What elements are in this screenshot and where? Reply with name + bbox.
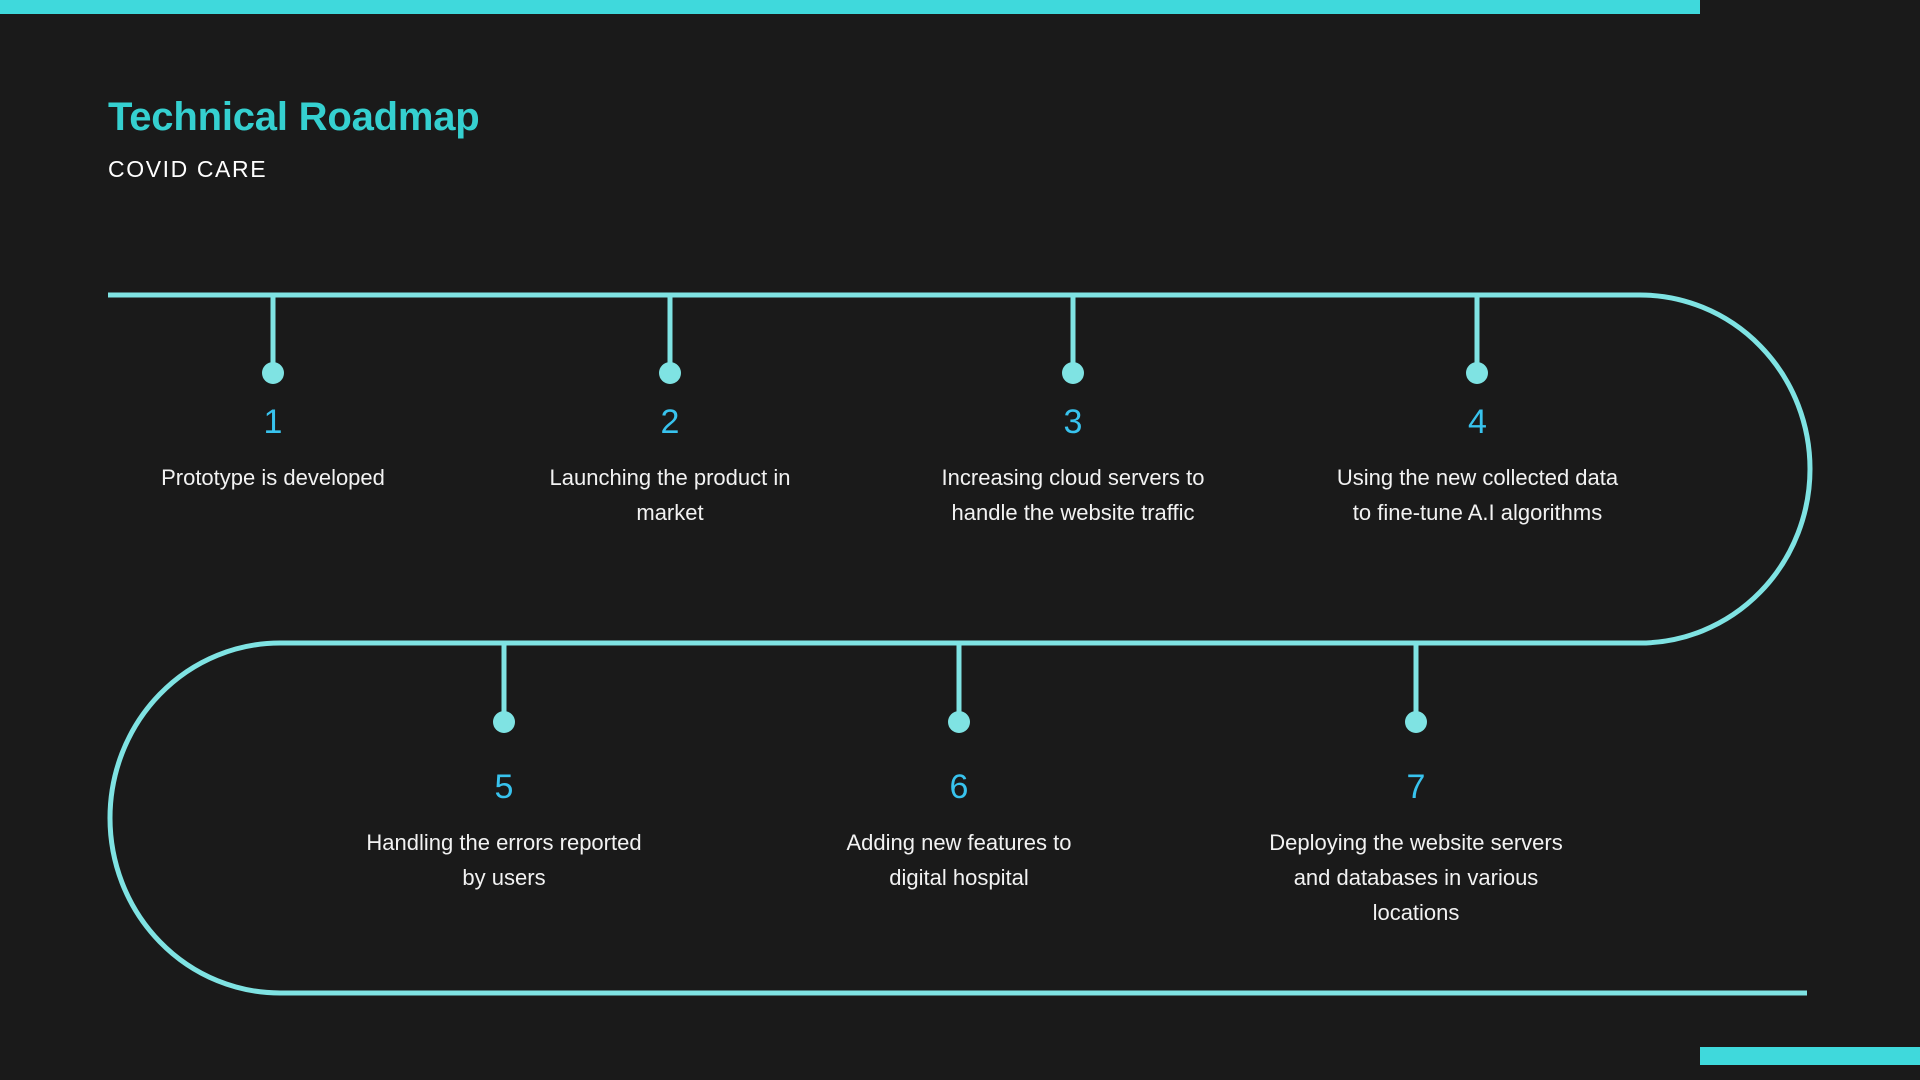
milestone-number: 6 [949, 768, 969, 806]
milestone-number: 7 [1406, 768, 1426, 806]
page-title: Technical Roadmap [108, 95, 480, 139]
milestone-text: Handling the errors reported by users [366, 830, 642, 890]
node-dot-1 [262, 362, 284, 384]
node-dot-4 [1466, 362, 1488, 384]
node-dot-6 [948, 711, 970, 733]
milestone-text: Prototype is developed [161, 465, 385, 490]
milestone-6[interactable]: 6 Adding new features to digital hospita… [819, 770, 1099, 896]
page-subtitle: COVID CARE [108, 156, 268, 182]
node-dot-3 [1062, 362, 1084, 384]
milestone-number: 3 [1063, 403, 1083, 441]
milestone-2[interactable]: 2 Launching the product in market [545, 405, 795, 531]
milestone-7[interactable]: 7 Deploying the website servers and data… [1256, 770, 1576, 930]
milestone-text: Using the new collected data to fine-tun… [1336, 465, 1619, 525]
node-dot-2 [659, 362, 681, 384]
milestone-number: 5 [494, 768, 514, 806]
milestone-text: Adding new features to digital hospital [846, 830, 1072, 890]
node-dot-7 [1405, 711, 1427, 733]
milestone-text: Increasing cloud servers to handle the w… [941, 465, 1205, 525]
top-accent-bar [0, 0, 1700, 14]
milestone-5[interactable]: 5 Handling the errors reported by users [364, 770, 644, 896]
milestone-4[interactable]: 4 Using the new collected data to fine-t… [1335, 405, 1620, 531]
milestone-1[interactable]: 1 Prototype is developed [148, 405, 398, 496]
bottom-accent-bar [1700, 1047, 1920, 1065]
milestone-number: 4 [1468, 403, 1487, 441]
milestone-3[interactable]: 3 Increasing cloud servers to handle the… [938, 405, 1208, 531]
node-dot-5 [493, 711, 515, 733]
slide-header: Technical Roadmap COVID CARE [108, 95, 1008, 182]
milestone-number: 2 [660, 403, 680, 441]
milestone-number: 1 [263, 403, 283, 441]
milestone-text: Launching the product in market [549, 465, 791, 525]
milestone-text: Deploying the website servers and databa… [1269, 830, 1563, 925]
